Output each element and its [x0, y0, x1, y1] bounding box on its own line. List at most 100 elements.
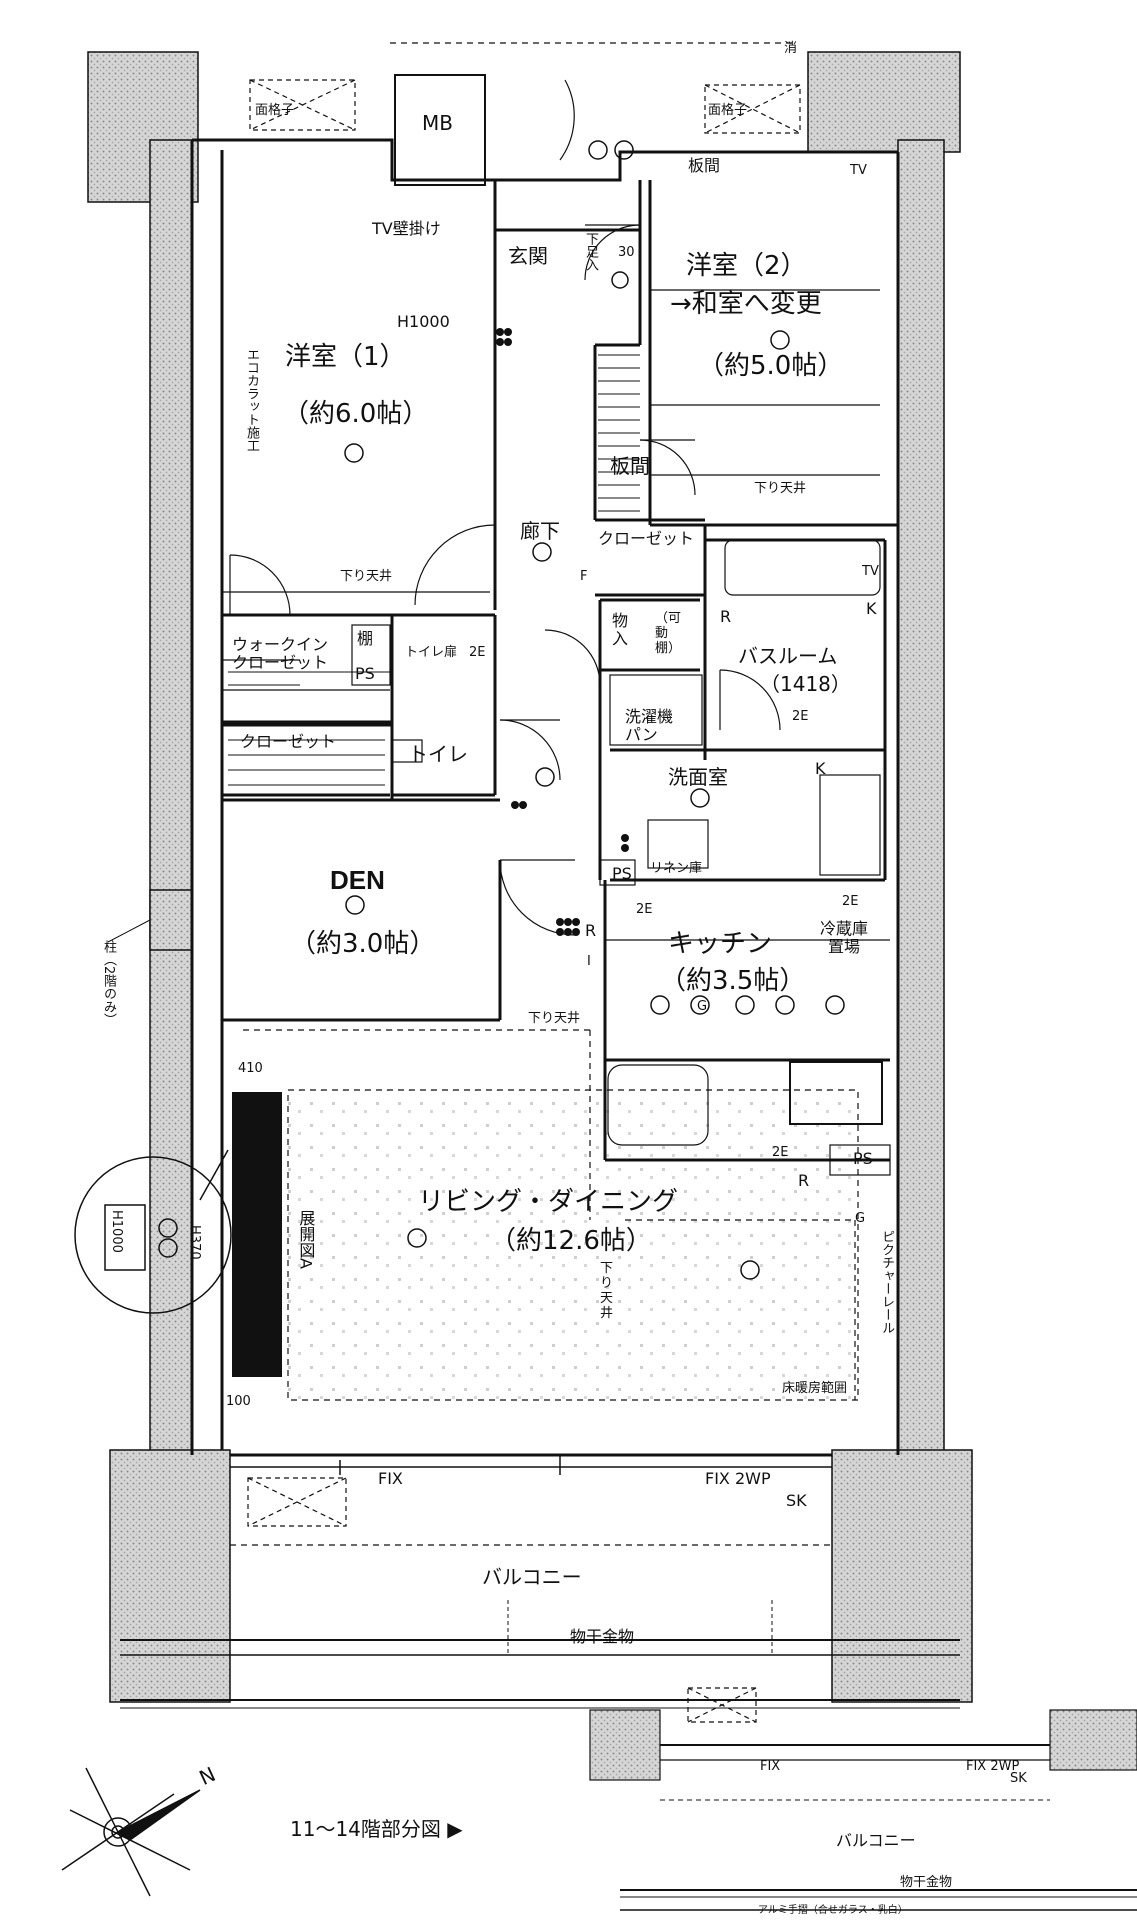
- board-lines: [228, 354, 640, 786]
- lowered-ceiling-4: 下り 天井: [600, 1261, 614, 1321]
- inset-drying-hardware: 物干金物: [900, 1875, 953, 1890]
- code-r-2: R: [585, 921, 597, 940]
- pillar-leader: [107, 919, 151, 943]
- geta-label: 下足入: [582, 232, 598, 271]
- lowered-ceiling-1: 下り天井: [754, 481, 807, 496]
- floors-note: 11～14階部分図 ▶: [290, 1817, 463, 1841]
- wall-right: [897, 139, 945, 1461]
- sk-label-1: SK: [786, 1491, 807, 1510]
- code-30: 30: [618, 245, 635, 260]
- code-k-2: K: [815, 759, 826, 778]
- itama-top-label: 板間: [688, 156, 721, 175]
- washer-pan-label: 洗濯機 パン: [625, 707, 674, 745]
- light-fixtures: [344, 140, 845, 1280]
- thin-lines: [222, 289, 891, 1176]
- tv-wall-label: TV壁掛け: [372, 219, 441, 238]
- pillar-left-mid: [149, 889, 193, 951]
- tv-wall-panel: [232, 1092, 282, 1377]
- toilet-extra-label: トイレ扉: [405, 645, 458, 660]
- room1-work-label: エコカラット施工: [243, 348, 259, 452]
- inset-balcony-label: バルコニー: [836, 1831, 916, 1850]
- detail-callout: [74, 1149, 232, 1314]
- room2-size: （約5.0帖）: [698, 351, 844, 381]
- floor-heating-label: 床暖房範囲: [782, 1381, 848, 1396]
- movable-shelf-label: （可 動 棚）: [655, 611, 682, 656]
- storage-label: 物 入: [612, 611, 629, 649]
- lowered-ceiling-3: 下り天井: [528, 1011, 581, 1026]
- pillar-note: 柱（2階のみ）: [100, 940, 116, 1027]
- column-top-right: [807, 51, 961, 153]
- code-tv-1: TV: [862, 564, 879, 579]
- code-k-1: K: [866, 599, 877, 618]
- bathroom-size: （1418）: [760, 672, 851, 696]
- column-bottom-left: [109, 1449, 231, 1703]
- compass: [61, 1767, 201, 1897]
- drying-hardware-label: 物干金物: [570, 1627, 635, 1646]
- window-grille-label-1: 面格子: [255, 103, 295, 118]
- switch-dots: [496, 328, 629, 936]
- fire-mark: 消: [784, 41, 798, 56]
- den-name: DEN: [330, 865, 385, 895]
- shelf-label: 棚: [357, 629, 374, 648]
- balcony-railing: [120, 1455, 960, 1709]
- code-2e-2: 2E: [636, 902, 653, 917]
- mb-label: MB: [422, 111, 453, 135]
- corridor-label: 廊下: [520, 519, 560, 543]
- room2-name: 洋室（2）: [686, 251, 807, 281]
- closet-label-1: クローゼット: [598, 529, 695, 548]
- inset-handrail-note: アルミ手摺（合せガラス・乳白）: [758, 1905, 908, 1916]
- code-r-3: R: [798, 1171, 810, 1190]
- detail-h1000: H1000: [108, 1210, 124, 1253]
- h1000-label: H1000: [397, 312, 450, 331]
- dashed-lines: [230, 42, 859, 1546]
- code-r-1: R: [720, 607, 732, 626]
- mb-box: [394, 74, 486, 186]
- code-g-2: G: [855, 1211, 866, 1226]
- fix-label-2: FIX 2WP: [705, 1469, 771, 1488]
- code-2e-4: 2E: [772, 1145, 789, 1160]
- kitchen-size: （約3.5帖）: [660, 966, 806, 996]
- itama-mid-label: 板間: [610, 454, 650, 478]
- bathroom-name: バスルーム: [738, 644, 838, 668]
- kitchen-name: キッチン: [668, 929, 773, 959]
- fridge-space-label: 冷蔵庫 置場: [820, 919, 869, 957]
- linen-label: リネン庫: [650, 861, 703, 876]
- inset-plan: [589, 1709, 1137, 1911]
- code-g-1: G: [697, 999, 708, 1014]
- fix-label-1: FIX: [378, 1469, 403, 1488]
- elevation-a-label: 展開図A: [296, 1210, 316, 1269]
- code-2e-3: 2E: [842, 894, 859, 909]
- walkin-closet-label: ウォークイン クローゼット: [232, 635, 329, 673]
- window-sashes: [247, 79, 801, 1723]
- structural-walls: [87, 51, 973, 1703]
- living-dining-size: （約12.6帖）: [490, 1226, 652, 1256]
- ps-label-3: PS: [853, 1149, 873, 1168]
- room1-name: 洋室（1）: [285, 342, 406, 372]
- living-floor-pattern: [288, 1090, 858, 1400]
- room2-change: →和室へ変更: [670, 289, 822, 319]
- code-tv-2: TV: [850, 163, 867, 178]
- code-2e-1: 2E: [792, 709, 809, 724]
- ps-label-1: PS: [355, 664, 375, 683]
- washroom-label: 洗面室: [668, 765, 728, 789]
- picture-rail-label: ピクチャーレール: [878, 1230, 894, 1334]
- den-size: （約3.0帖）: [290, 929, 436, 959]
- interior-walls: [190, 138, 900, 1457]
- column-bottom-right: [831, 1449, 973, 1703]
- toilet-label: トイレ: [408, 742, 468, 766]
- closet-label-2: クローゼット: [240, 732, 337, 751]
- inset-fix-2: FIX 2WP: [966, 1759, 1020, 1774]
- lowered-ceiling-2: 下り天井: [340, 569, 393, 584]
- dim-100: 100: [226, 1394, 251, 1409]
- ps-label-2: PS: [612, 864, 632, 883]
- inset-fix-1: FIX: [760, 1759, 781, 1774]
- detail-h370: H370: [186, 1225, 202, 1260]
- sk-label-2: SK: [1010, 1771, 1027, 1786]
- code-f: F: [580, 569, 588, 584]
- dim-410: 410: [238, 1061, 263, 1076]
- genkan-label: 玄関: [508, 244, 548, 268]
- code-2e-5: 2E: [469, 645, 486, 660]
- window-grille-label-2: 面格子: [708, 103, 748, 118]
- living-dining-name: リビング・ダイニング: [418, 1187, 679, 1217]
